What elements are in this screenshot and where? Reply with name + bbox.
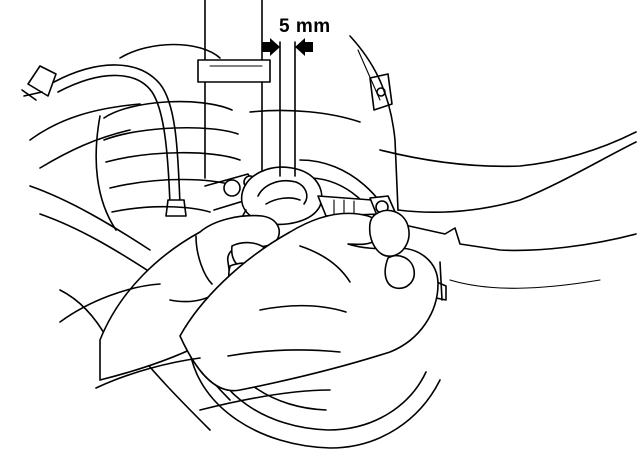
dimension-marker <box>262 38 313 177</box>
shock-absorber <box>197 0 271 179</box>
brake-cable <box>21 64 187 217</box>
coil-spring <box>95 43 241 231</box>
dimension-arrow-left <box>262 38 280 56</box>
dimension-arrow-right <box>295 38 313 56</box>
dimension-label: 5 mm <box>279 16 331 37</box>
right-hand <box>179 209 439 392</box>
sleeves <box>59 283 331 411</box>
